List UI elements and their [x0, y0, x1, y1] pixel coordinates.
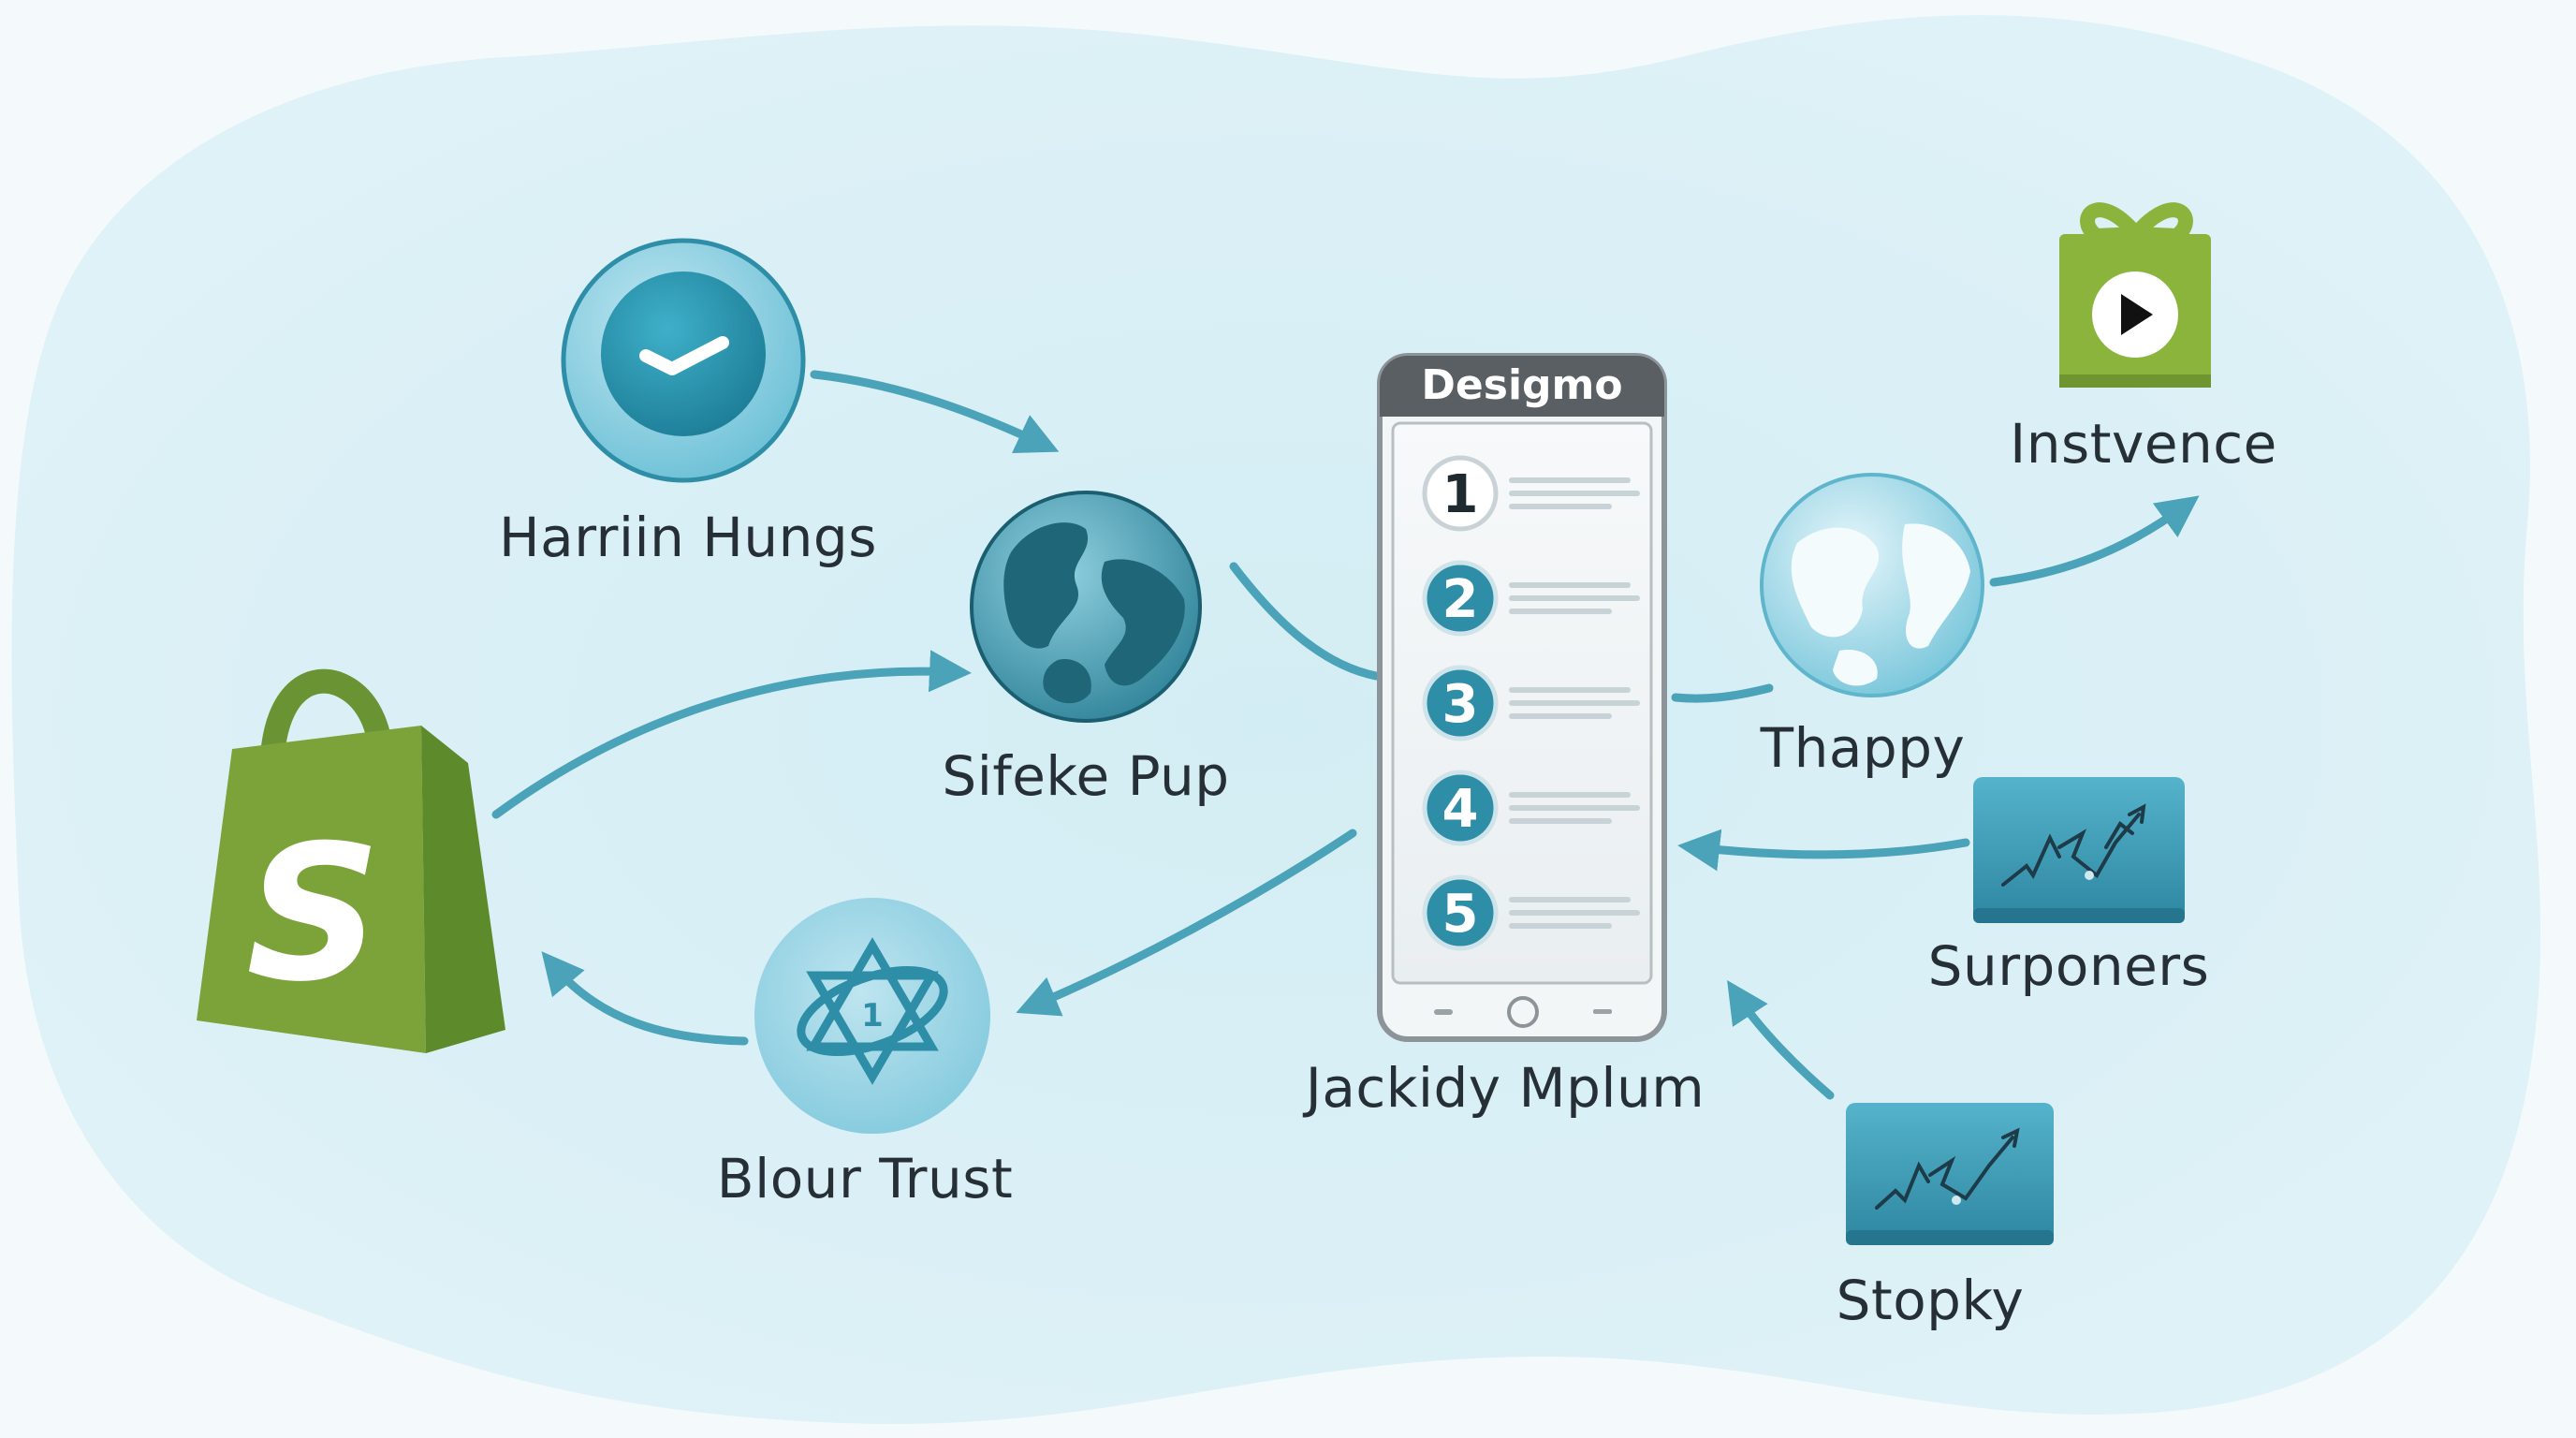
phone-step-4: 4	[1422, 770, 1640, 846]
label-thappy: Thappy	[1760, 716, 1966, 780]
step-number: 5	[1442, 884, 1479, 945]
label-jackidy-mplum: Jackidy Mplum	[1305, 1056, 1705, 1120]
node-surponers	[1973, 777, 2185, 923]
phone-steps: 1 2 3 4 5	[1422, 455, 1640, 951]
phone-step-2: 2	[1422, 560, 1640, 637]
step-number: 3	[1442, 674, 1479, 735]
step-text-line	[1509, 700, 1640, 706]
phone-title: Desigmo	[1421, 361, 1623, 409]
shopping-bag-side	[421, 726, 505, 1053]
label-sifeke-pup: Sifeke Pup	[942, 744, 1230, 808]
step-number: 1	[1442, 464, 1479, 525]
step-text-line	[1509, 609, 1612, 614]
phone-nav-back	[1434, 1009, 1453, 1015]
step-text-line	[1509, 792, 1631, 798]
step-text-line	[1509, 477, 1631, 483]
step-badge	[1422, 770, 1499, 846]
globe-light-continent-2	[1902, 523, 1970, 649]
label-harriin-hungs: Harriin Hungs	[499, 506, 877, 569]
phone-step-3: 3	[1422, 665, 1640, 741]
checkmark-stroke	[639, 336, 729, 375]
step-number: 4	[1442, 779, 1479, 840]
arrow-sifeke-to-phone	[1229, 562, 1381, 681]
phone-step-5: 5	[1422, 874, 1640, 951]
step-badge	[1422, 665, 1499, 741]
node-instvence	[2059, 202, 2211, 388]
step-number: 2	[1442, 569, 1479, 630]
play-triangle	[2121, 294, 2153, 335]
arrow-stopky-to-phone	[1727, 979, 1835, 1100]
step-text-line	[1509, 805, 1640, 811]
arrow-shop-to-sifeke	[491, 650, 972, 819]
checkmark-icon	[601, 271, 766, 436]
shopping-bag-letter: S	[246, 805, 381, 1023]
step-text-line	[1509, 897, 1631, 902]
atom-badge: 1	[861, 997, 884, 1034]
step-badge	[1422, 455, 1499, 532]
arrow-harriin-to-sifeke	[810, 370, 1060, 453]
globe-continent-3	[1043, 659, 1091, 704]
node-thappy	[1760, 473, 1984, 697]
label-instvence: Instvence	[2010, 412, 2277, 476]
arrow-surponers-to-phone	[1677, 829, 1970, 872]
trend-chart-icon	[1846, 1103, 2054, 1245]
step-text-line	[1509, 687, 1631, 693]
arrow-thappy-to-instvence	[1989, 495, 2200, 587]
globe-continent-1	[1003, 522, 1089, 649]
phone-nav-menu	[1593, 1009, 1612, 1014]
globe-light-continent-1	[1791, 527, 1880, 638]
node-shop: S	[197, 668, 505, 1053]
step-text-line	[1509, 910, 1640, 916]
phone-header	[1380, 356, 1664, 417]
label-stopky: Stopky	[1836, 1269, 2025, 1332]
arrow-phone-to-blour	[1016, 829, 1357, 1017]
node-stopky	[1846, 1103, 2054, 1245]
phone-home-button	[1507, 996, 1539, 1028]
node-phone: 1 2 3 4 5	[1377, 353, 1667, 1042]
node-sifeke	[970, 491, 1202, 723]
globe-light-continent-3	[1833, 650, 1878, 686]
arrow-blour-to-shop	[541, 951, 749, 1046]
step-badge	[1422, 560, 1499, 637]
globe-continent-2	[1101, 559, 1185, 686]
step-badge	[1422, 874, 1499, 951]
gift-bow	[2080, 202, 2193, 243]
arrow-phone-to-thappy	[1671, 683, 1774, 703]
step-text-line	[1509, 713, 1612, 719]
node-harriin	[561, 238, 806, 483]
label-blour-trust: Blour Trust	[716, 1147, 1014, 1211]
shopping-bag-icon	[197, 726, 426, 1053]
step-text-line	[1509, 923, 1612, 929]
trend-chart-icon	[1973, 777, 2185, 923]
gift-bottom-shadow	[2059, 374, 2211, 388]
step-text-line	[1509, 818, 1612, 824]
step-text-line	[1509, 582, 1631, 588]
phone-step-1: 1	[1422, 455, 1640, 532]
step-text-line	[1509, 491, 1640, 496]
step-text-line	[1509, 504, 1612, 509]
label-surponers: Surponers	[1927, 934, 2210, 998]
step-text-line	[1509, 595, 1640, 601]
arrows	[491, 370, 2200, 1100]
node-blour: 1	[754, 898, 990, 1134]
atom-icon	[754, 898, 990, 1134]
